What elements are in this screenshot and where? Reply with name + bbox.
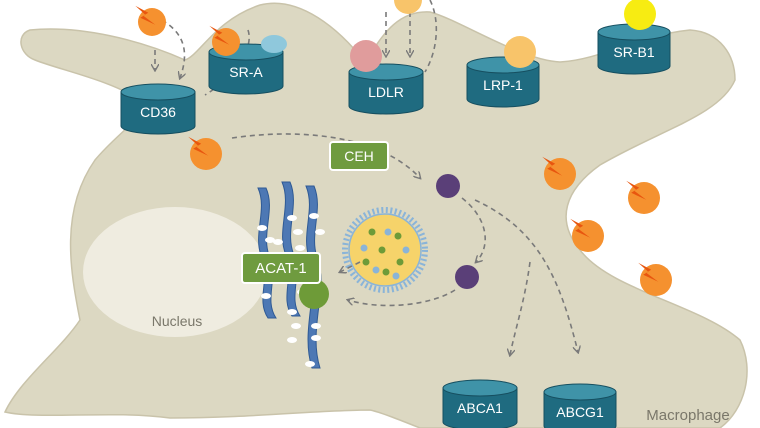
lipid-droplet (342, 207, 428, 293)
receptor-ldlr: LDLR (348, 63, 424, 115)
oxidized-ldl-3 (188, 136, 222, 170)
receptor-ldlr-label: LDLR (368, 84, 404, 100)
receptor-sra-label: SR-A (229, 64, 263, 80)
oxidized-ldl-4 (542, 156, 576, 190)
receptor-abca1: ABCA1 (442, 379, 518, 428)
macrophage-label: Macrophage (646, 407, 729, 424)
oxidized-ldl-7 (638, 262, 672, 296)
nucleus-label: Nucleus (152, 313, 203, 329)
oxidized-ldl-2 (209, 25, 240, 56)
receptor-abca1-label: ABCA1 (457, 400, 503, 416)
receptor-srb1-label: SR-B1 (613, 44, 654, 60)
ligands (261, 0, 656, 72)
oxidized-ldl-6 (570, 218, 604, 252)
cholesteryl-ester (299, 279, 329, 309)
oxidized-ldl-5 (626, 180, 660, 214)
receptor-lrp1-label: LRP-1 (483, 77, 523, 93)
receptor-cd36-label: CD36 (140, 104, 176, 120)
receptor-lrp1: LRP-1 (466, 56, 540, 108)
ceh-label: CEH (344, 148, 374, 164)
acat1-label: ACAT-1 (255, 260, 306, 277)
receptor-cd36: CD36 (120, 83, 196, 135)
free-cholesterol-2 (455, 265, 479, 289)
receptor-abcg1-label: ABCG1 (556, 404, 604, 420)
receptor-abcg1: ABCG1 (543, 383, 617, 428)
acat1-enzyme: ACAT-1 (241, 252, 321, 284)
free-cholesterol-1 (436, 174, 460, 198)
receptor-srb1: SR-B1 (597, 23, 671, 75)
nucleus (83, 207, 267, 337)
ceh-enzyme: CEH (329, 141, 389, 171)
oxidized-ldl-1 (135, 5, 166, 36)
